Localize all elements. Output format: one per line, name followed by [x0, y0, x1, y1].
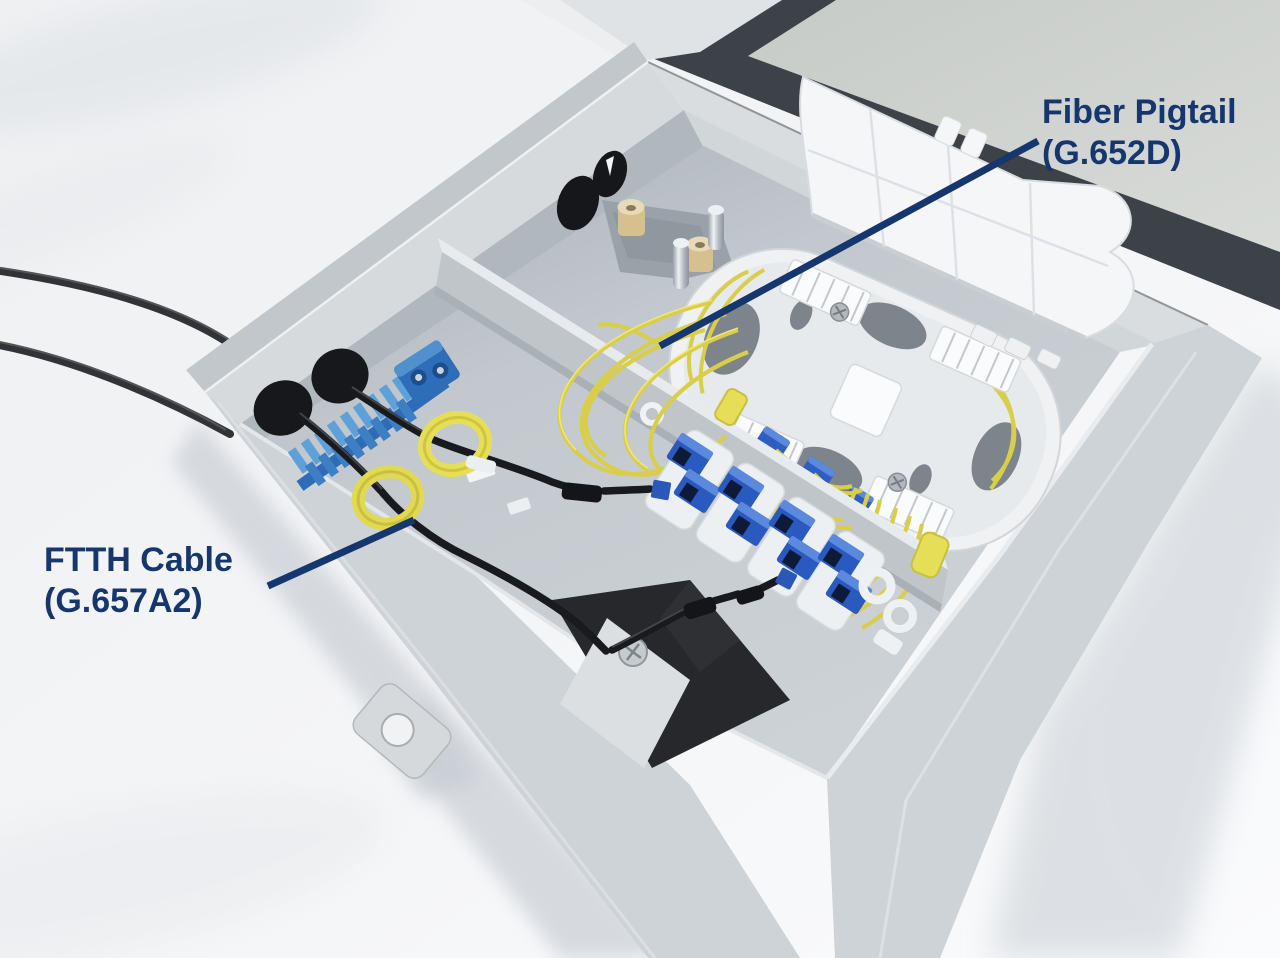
- sc-adapters: [666, 432, 873, 614]
- foam-pad-and-plate: [552, 580, 790, 768]
- bracket-clips: [858, 567, 917, 655]
- fiber-pigtail-label-line1: Fiber Pigtail: [1042, 93, 1237, 131]
- lid-side-wall: [520, 0, 782, 60]
- velcro-tie-on-loops: [714, 387, 748, 427]
- fiber-pigtail-label: Fiber Pigtail (G.652D): [1042, 92, 1237, 174]
- ftth-cable-label-line2: (G.657A2): [44, 582, 203, 620]
- cable-fasteners: [561, 482, 765, 620]
- ftth-cables-inside: [296, 386, 797, 655]
- cable-fixation-comb: [287, 340, 460, 491]
- sc-connectors: [650, 479, 797, 590]
- mounting-tab: [352, 683, 452, 779]
- front-right-wall: [827, 325, 1262, 958]
- ftth-drop-cables-outside: [0, 266, 248, 438]
- velcro-rings: [351, 410, 497, 531]
- tray-screws: [829, 302, 908, 493]
- velcro-band-on-bundle: [910, 531, 950, 579]
- sc-adapter-bank: [644, 429, 917, 655]
- cable-grommets: [253, 150, 628, 436]
- lid-inner-panel: [748, 0, 1280, 252]
- comb-end-block: [393, 340, 460, 404]
- ftth-cable-label-line1: FTTH Cable: [44, 541, 233, 579]
- fiber-pigtail-label-line2: (G.652D): [1042, 134, 1182, 172]
- fiber-pigtail-leader-line: [658, 137, 1040, 350]
- ftth-cable-leader-line: [266, 516, 416, 590]
- front-left-wall: [205, 392, 800, 958]
- cable-clamp-plate: [602, 199, 740, 300]
- annotation-lines: [266, 137, 1040, 590]
- cover-hinge-tabs: [970, 323, 1062, 370]
- ftth-cable-label: FTTH Cable (G.657A2): [44, 540, 233, 622]
